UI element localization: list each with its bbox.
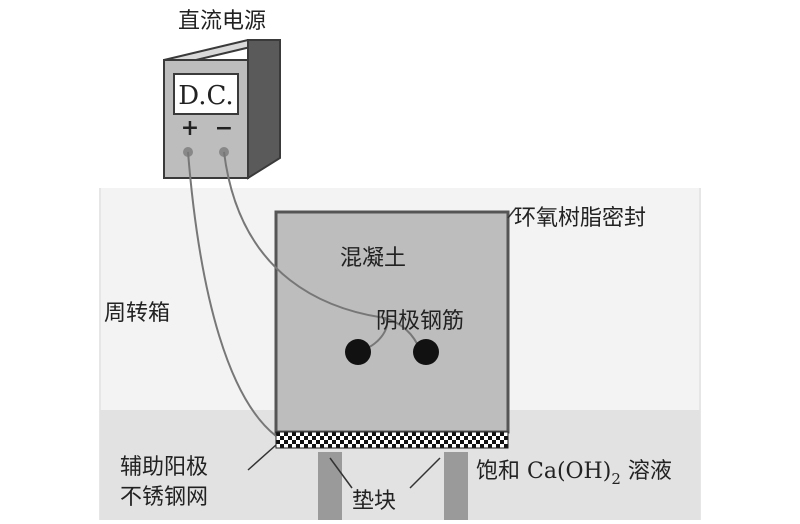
spacer-label: 垫块 [352,489,396,514]
minus-label: − [215,115,233,141]
solution-label-prefix: 饱和 Ca(OH) [476,459,611,484]
solution-label-suffix: 溶液 [621,459,672,484]
dc-power-supply [163,39,281,180]
wire-cathode-left [223,151,388,351]
cathode-rebar-label: 阴极钢筋 [376,309,464,334]
stainless-mesh [275,431,509,449]
dc-label: D.C. [178,81,233,111]
leader-spacer-right [409,457,441,489]
power-supply-label: 直流电源 [178,9,266,34]
spacer-block-right [444,452,468,520]
concrete-label: 混凝土 [340,246,406,271]
aux-anode-label-line2: 不锈钢网 [120,485,208,510]
cathode-rebar-right [413,339,439,365]
epoxy-seal-label: 环氧树脂密封 [514,206,646,231]
leader-epoxy [507,207,517,219]
leader-spacer-left [329,457,353,489]
wire-anode [187,151,277,437]
solution-label-subscript: 2 [611,470,621,488]
solution-label: 饱和 Ca(OH)2 溶液 [476,459,672,488]
plus-label: + [181,115,199,141]
spacer-block-left [318,452,342,520]
aux-anode-label-line1: 辅助阳极 [120,455,208,480]
cathode-rebar-left [345,339,371,365]
leader-anode [247,444,277,471]
turnover-box-label: 周转箱 [104,301,170,326]
dc-display [173,73,239,115]
concrete-block [274,210,510,434]
